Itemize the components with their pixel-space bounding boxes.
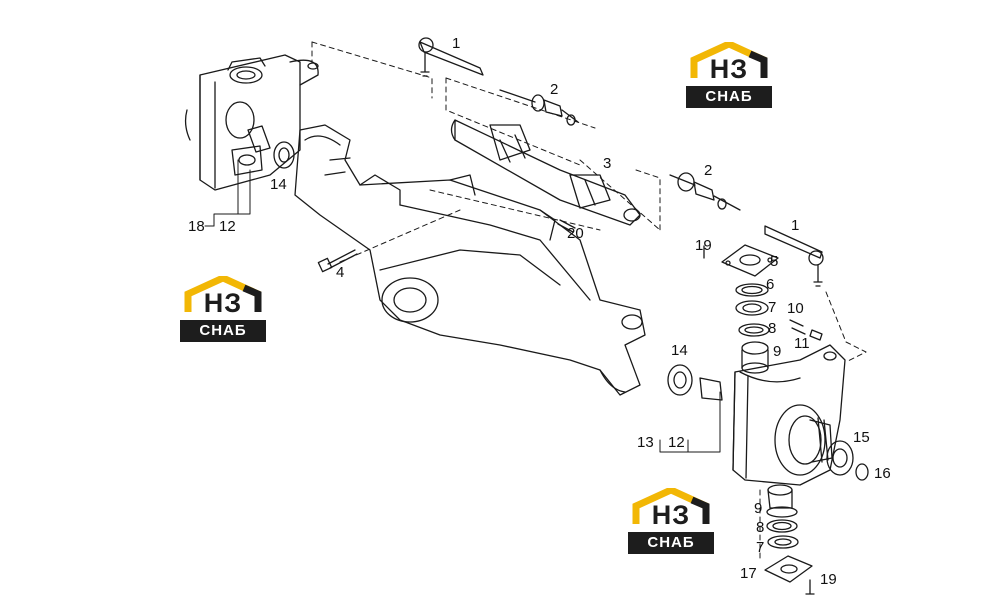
watermark-logo: НЗ СНАБ: [686, 42, 772, 114]
house-roof-icon: [690, 42, 768, 78]
callout-1-top: 1: [452, 35, 460, 52]
callout-9-bottom: 9: [754, 500, 762, 517]
left-knuckle-housing: [184, 54, 319, 191]
callout-2-top: 2: [550, 81, 558, 98]
ball-joint-top: [499, 89, 579, 126]
callout-15: 15: [853, 429, 870, 446]
logo-word: СНАБ: [180, 320, 266, 342]
callout-18: 18: [188, 218, 205, 235]
callout-11: 11: [794, 335, 810, 352]
steering-cylinder: [450, 119, 641, 226]
watermark-logo: НЗ СНАБ: [180, 276, 266, 348]
ball-joint-right: [669, 172, 741, 211]
tie-rod-end-right: [764, 225, 824, 287]
callout-8-bottom: 8: [756, 519, 764, 536]
axle-beam: [294, 124, 646, 396]
callout-17: 17: [740, 565, 757, 582]
callout-16: 16: [874, 465, 891, 482]
callout-3: 3: [603, 155, 611, 172]
callout-2-right: 2: [704, 162, 712, 179]
leader-lines: [311, 41, 867, 561]
upper-kingpin-stack: [703, 244, 823, 374]
nut-15-cap-16: [826, 440, 869, 481]
callout-14-right: 14: [671, 342, 688, 359]
callout-12-left: 12: [219, 218, 236, 235]
callout-8-top: 8: [768, 320, 776, 337]
logo-mark: НЗ: [203, 288, 243, 318]
logo-mark: НЗ: [651, 500, 691, 530]
callout-19-bottom: 19: [820, 571, 837, 588]
callout-10: 10: [787, 300, 804, 317]
logo-word: СНАБ: [628, 532, 714, 554]
bracket-leaders: [204, 159, 721, 453]
callout-7-bottom: 7: [756, 539, 764, 556]
callout-9-top: 9: [773, 343, 781, 360]
logo-mark: НЗ: [709, 54, 749, 84]
callout-19-top: 19: [695, 237, 712, 254]
callout-1-right: 1: [791, 217, 799, 234]
callout-20: 20: [567, 225, 584, 242]
callout-6: 6: [766, 276, 774, 293]
lower-kingpin-stack: [764, 484, 815, 595]
tie-rod-end-top: [418, 37, 484, 77]
right-bushing: [667, 364, 723, 401]
watermark-logo: НЗ СНАБ: [628, 488, 714, 560]
house-roof-icon: [632, 488, 710, 524]
callout-4: 4: [336, 264, 344, 281]
house-roof-icon: [184, 276, 262, 312]
callout-13: 13: [637, 434, 654, 451]
callout-14-left: 14: [270, 176, 287, 193]
callout-7-top: 7: [768, 299, 776, 316]
left-bushing: [247, 125, 295, 169]
callouts: 1 2 3 2 1 14 18 12 20 4 19 5 6 7 10 8 11…: [188, 35, 891, 588]
logo-word: СНАБ: [686, 86, 772, 108]
callout-5: 5: [770, 253, 778, 270]
callout-12-right: 12: [668, 434, 685, 451]
